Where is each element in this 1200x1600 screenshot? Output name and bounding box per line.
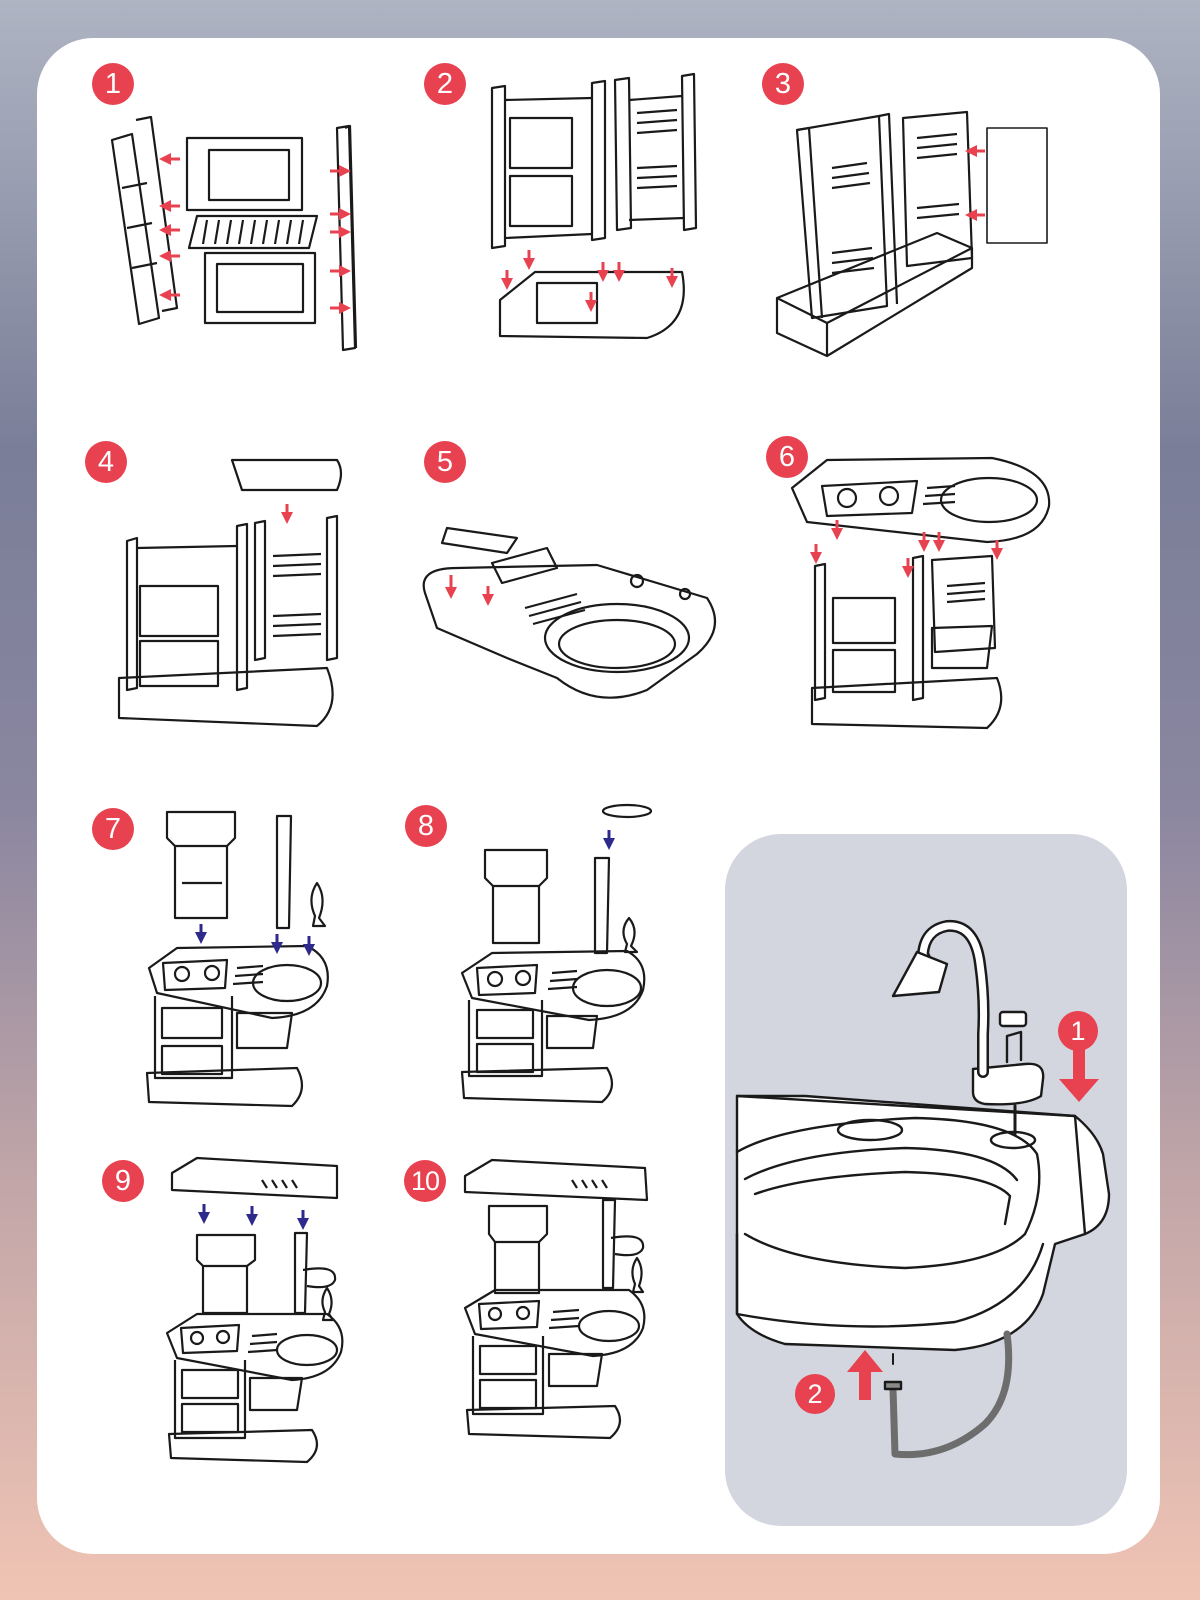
faucet-install-panel: 1 2 xyxy=(725,834,1127,1526)
faucet-step-badge-1: 1 xyxy=(1058,1011,1098,1051)
step8-illustration xyxy=(460,803,653,1104)
step-badge-6: 6 xyxy=(766,436,808,478)
step-badge-3: 3 xyxy=(762,63,804,105)
step-badge-1: 1 xyxy=(92,63,134,105)
step10-illustration xyxy=(463,1158,649,1440)
step1-illustration xyxy=(110,115,358,352)
step-badge-10: 10 xyxy=(404,1160,446,1202)
step-badge-7: 7 xyxy=(92,808,134,850)
step5-illustration xyxy=(422,526,717,699)
faucet-sink-illustration xyxy=(735,919,1111,1459)
step7-illustration xyxy=(145,810,329,1108)
step-badge-9: 9 xyxy=(102,1160,144,1202)
step2-illustration xyxy=(490,72,698,340)
assembly-diagram xyxy=(110,72,1051,1464)
faucet-step-badge-2: 2 xyxy=(795,1374,835,1414)
step-badge-4: 4 xyxy=(85,441,127,483)
step-badge-8: 8 xyxy=(405,805,447,847)
step4-illustration xyxy=(117,458,343,728)
step-badge-2: 2 xyxy=(424,63,466,105)
instruction-sheet: 1 2 3 4 5 6 7 8 9 10 xyxy=(37,38,1160,1554)
step3-illustration xyxy=(775,110,1048,358)
step-badge-5: 5 xyxy=(424,441,466,483)
step6-illustration xyxy=(790,456,1051,730)
step9-illustration xyxy=(165,1156,344,1464)
